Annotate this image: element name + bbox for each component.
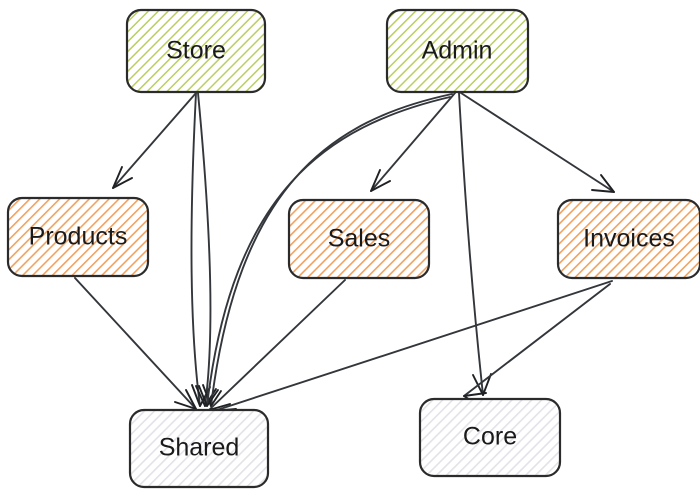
edge-sales-shared [208,279,346,423]
edge-line [208,279,346,411]
edge-line [460,92,615,193]
node-label: Admin [422,37,493,65]
edge-line [197,92,212,407]
edge-line [74,277,197,410]
edges-layer [74,92,615,423]
node-box[interactable] [128,408,270,489]
node-box[interactable] [6,196,150,278]
edge-store-shared-b [195,92,217,407]
edge-line [190,92,201,407]
edge-invoices-shared [213,280,613,419]
edge-admin-core [458,92,492,396]
node-store[interactable]: Store [125,8,267,94]
node-sales[interactable]: Sales [287,198,431,280]
edge-store-shared-a [190,92,211,407]
arrowhead-icon [112,166,133,189]
node-core[interactable]: Core [418,397,562,478]
edge-admin-shared-b [198,96,451,407]
node-label: Products [29,223,128,251]
node-label: Invoices [583,225,675,253]
edge-line [458,92,484,396]
node-box[interactable] [418,397,562,478]
edge-line [112,92,197,189]
edge-line [370,92,456,192]
arrowhead-icon [198,385,219,407]
node-invoices[interactable]: Invoices [556,198,700,280]
node-box[interactable] [287,198,431,280]
arrowhead-icon [591,174,615,193]
node-products[interactable]: Products [6,196,150,278]
arrowhead-icon [370,169,391,192]
node-box[interactable] [556,198,700,280]
node-label: Core [463,423,517,451]
node-label: Store [166,37,226,65]
node-label: Sales [328,225,391,253]
edge-store-products [112,92,197,189]
edge-products-shared [74,277,197,410]
edge-line [213,280,613,412]
arrowhead-icon [174,389,197,410]
edge-line [206,96,451,407]
node-box[interactable] [385,8,530,94]
node-admin[interactable]: Admin [385,8,530,94]
edge-admin-sales [370,92,456,192]
node-box[interactable] [125,8,267,94]
edge-admin-invoices [460,92,615,193]
edge-line [463,283,611,397]
node-label: Shared [159,434,240,462]
node-shared[interactable]: Shared [128,408,270,489]
